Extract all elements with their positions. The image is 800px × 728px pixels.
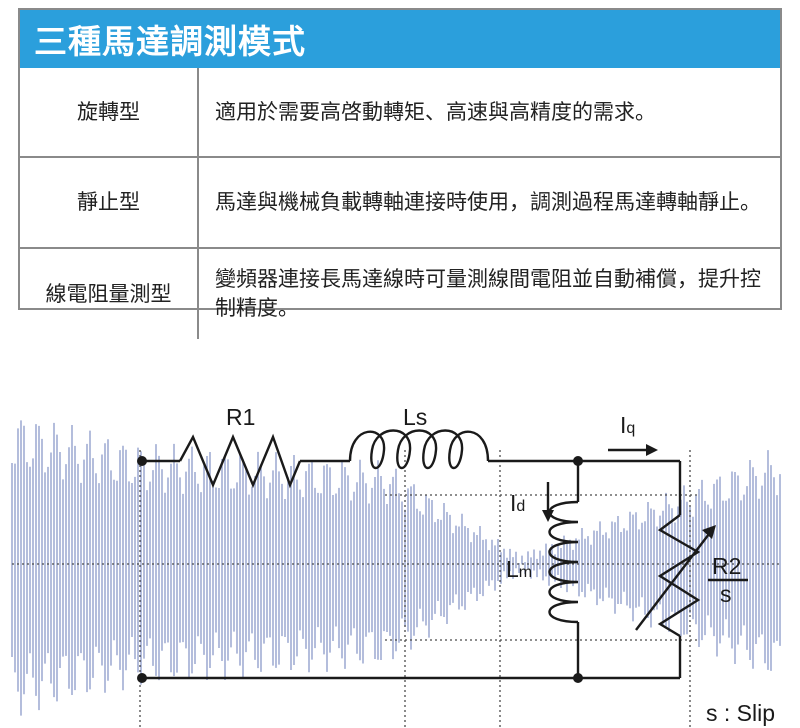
r1-resistor	[178, 433, 302, 489]
table-row: 旋轉型 適用於需要高啓動轉矩、高速與高精度的需求。	[20, 68, 780, 157]
iq-label: Iq	[620, 412, 636, 438]
r2-resistor	[657, 514, 701, 638]
ls-label: Ls	[403, 404, 428, 430]
node-dot	[573, 673, 583, 683]
ls-inductor	[348, 429, 490, 470]
mode-desc: 馬達與機械負載轉軸連接時使用，調測過程馬達轉軸靜止。	[198, 156, 780, 248]
mode-desc: 適用於需要高啓動轉矩、高速與高精度的需求。	[215, 99, 656, 124]
background-waveform	[11, 420, 781, 716]
waveform-bars	[11, 420, 781, 716]
circuit-diagram	[11, 420, 781, 728]
card-header: 三種馬達調測模式	[20, 10, 780, 68]
mode-name: 線電阻量測型	[20, 247, 199, 339]
node-dot	[137, 673, 147, 683]
modes-table: 旋轉型 適用於需要高啓動轉矩、高速與高精度的需求。 靜止型 馬達與機械負載轉軸連…	[20, 68, 780, 339]
lm-inductor	[548, 500, 579, 624]
circuit-wires	[142, 429, 748, 680]
mode-name: 旋轉型	[20, 68, 199, 157]
mode-name: 靜止型	[20, 156, 199, 248]
node-dot	[573, 456, 583, 466]
table-row: 靜止型 馬達與機械負載轉軸連接時使用，調測過程馬達轉軸靜止。	[20, 156, 780, 248]
id-label: Id	[510, 490, 526, 516]
table-row: 線電阻量測型 變頻器連接長馬達線時可量測線間電阻並自動補償，提升控制精度。	[20, 247, 780, 339]
modes-card: 三種馬達調測模式 旋轉型 適用於需要高啓動轉矩、高速與高精度的需求。 靜止型 馬…	[18, 8, 782, 339]
variable-arrow	[635, 529, 713, 631]
lm-label: Lm	[506, 556, 533, 582]
circuit-figure: R1 Ls Iq Id Lm R2 s s : Slip	[0, 390, 800, 728]
mode-desc: 變頻器連接長馬達線時可量測線間電阻並自動補償，提升控制精度。	[198, 247, 780, 339]
node-dot	[137, 456, 147, 466]
circuit-markers	[137, 444, 716, 683]
r1-label: R1	[226, 404, 256, 430]
slip-note: s : Slip	[706, 700, 776, 726]
card-title: 三種馬達調測模式	[34, 22, 306, 61]
r2-denominator: s	[720, 581, 732, 607]
r2-label: R2	[712, 553, 742, 579]
